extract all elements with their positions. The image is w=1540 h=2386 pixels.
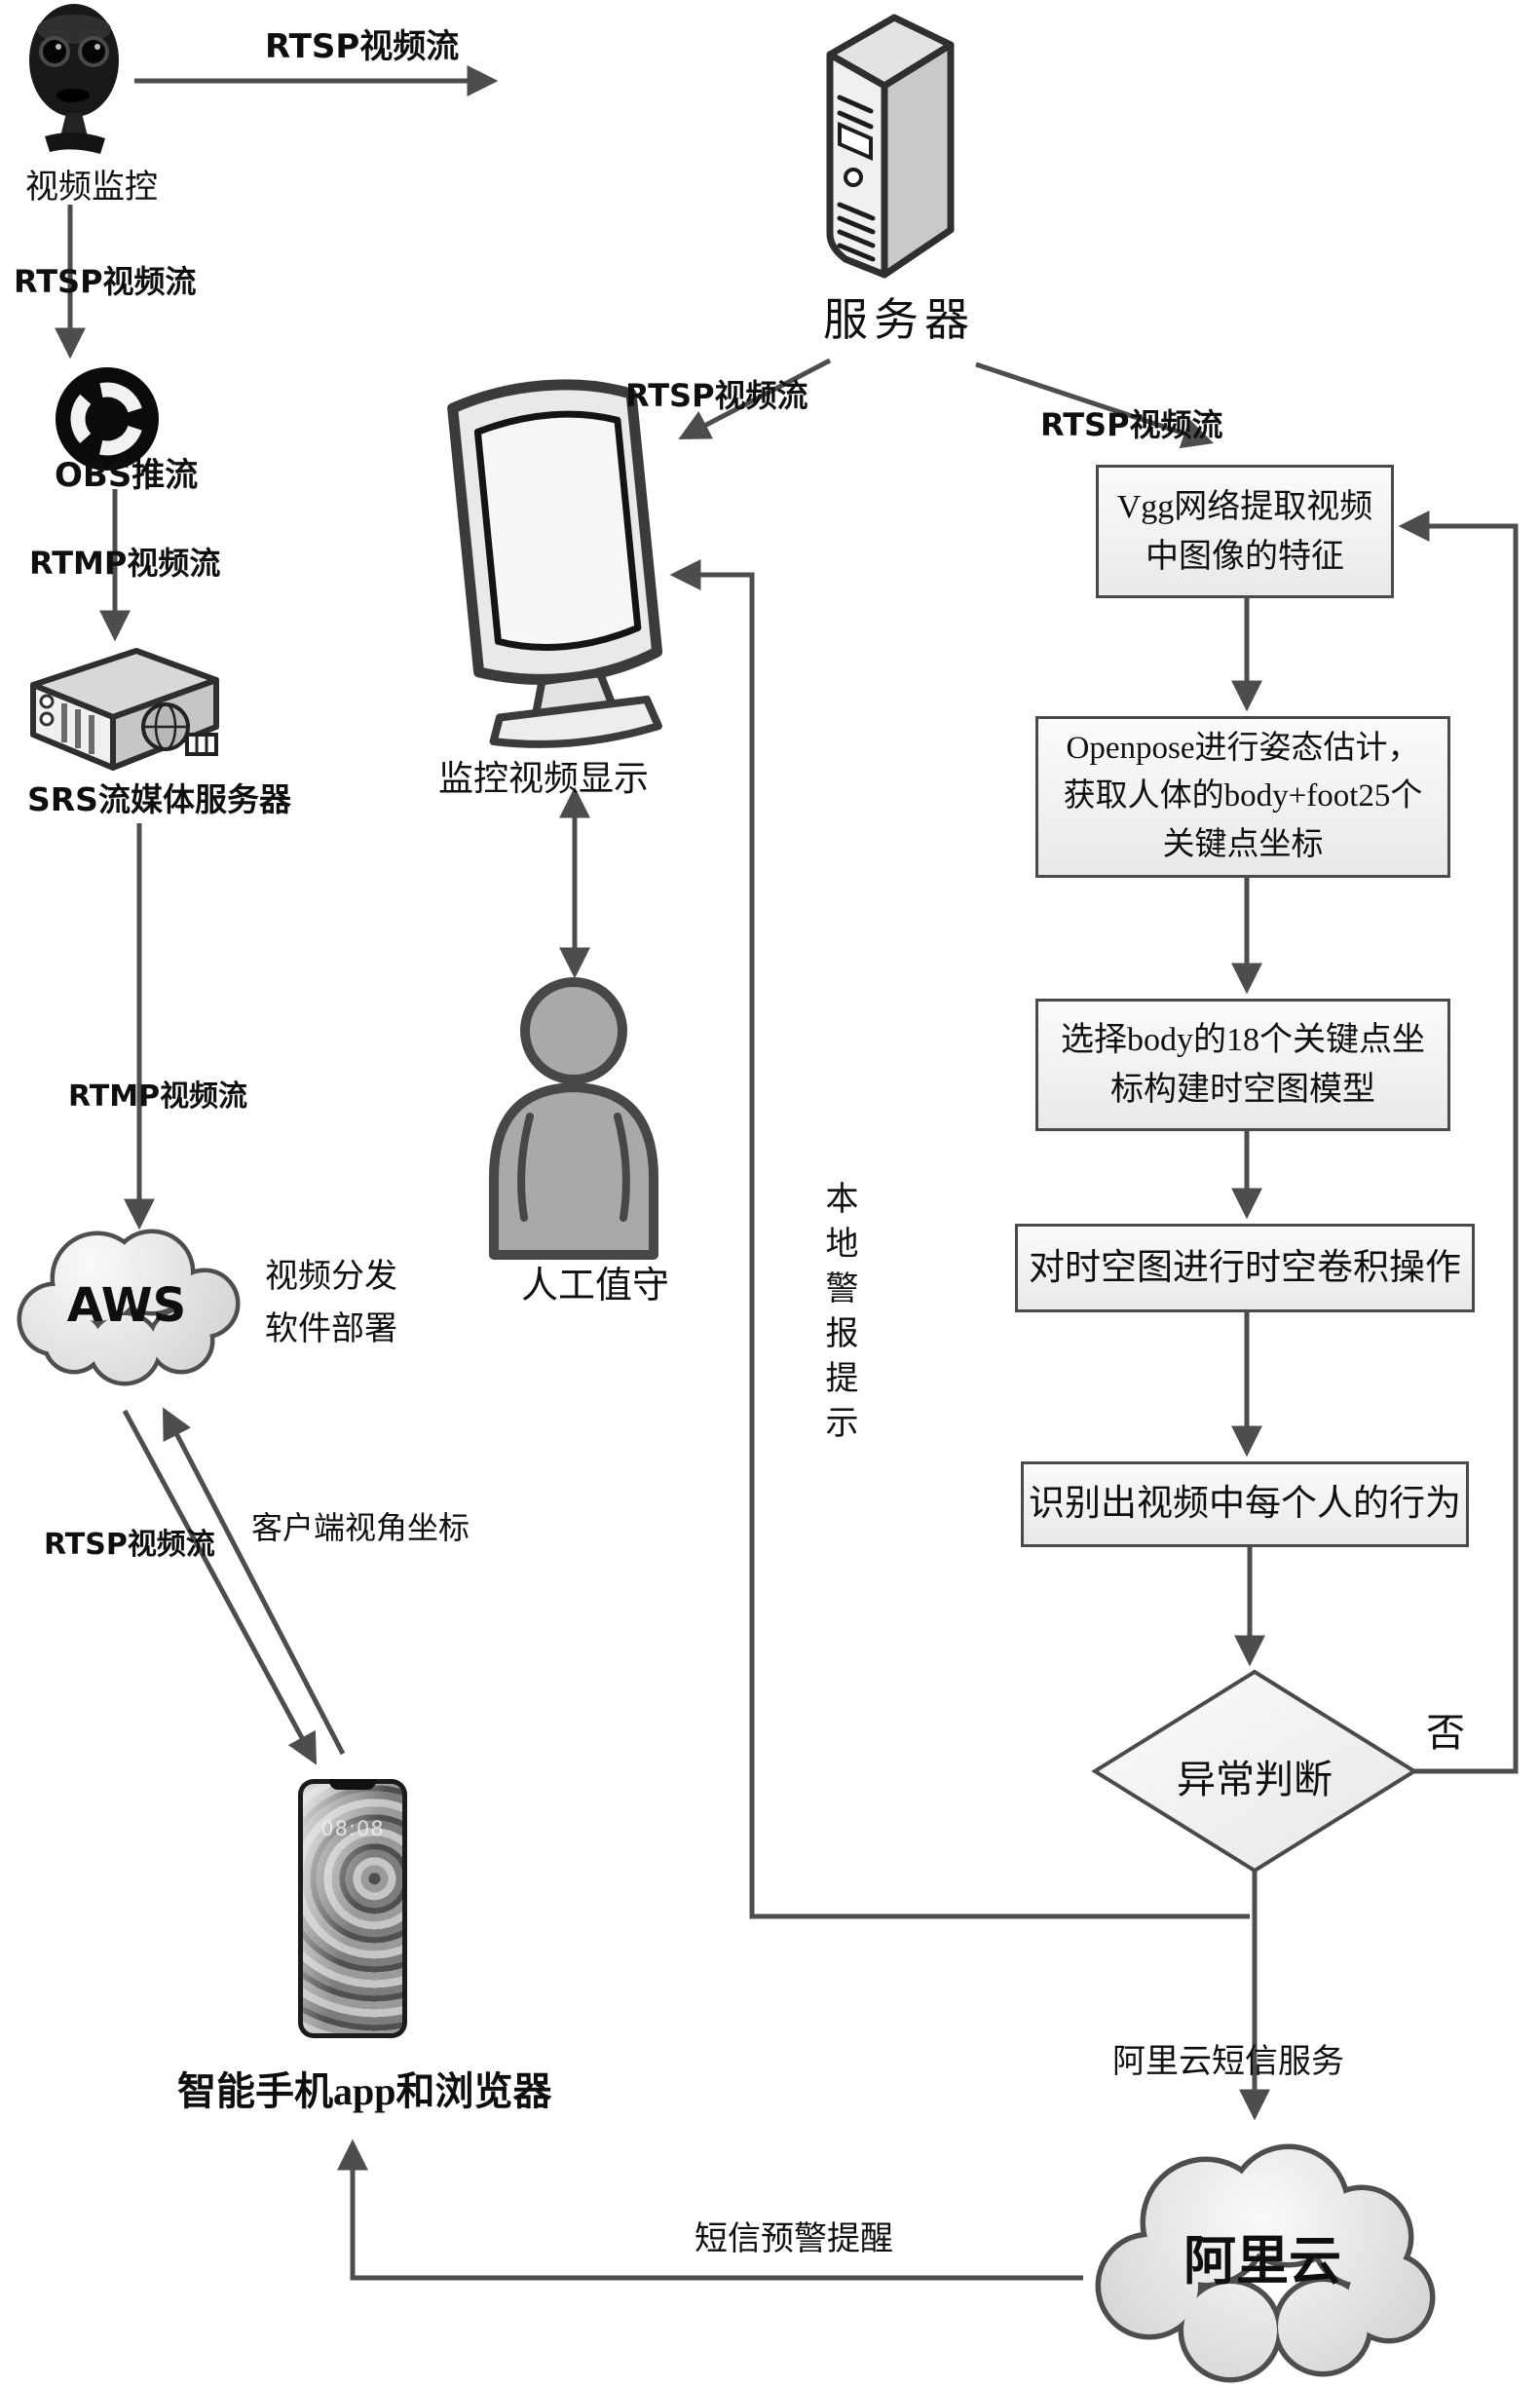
camera-label: 视频监控 [25, 170, 158, 206]
operator-icon [489, 977, 658, 1260]
flow-box-openpose: Openpose进行姿态估计， 获取人体的body+foot25个 关键点坐标 [1035, 716, 1450, 878]
alicloud-icon [1095, 2143, 1436, 2383]
edge-label-camera-server: RTSP视频流 [265, 27, 460, 66]
operator-label: 人工值守 [521, 1266, 670, 1307]
edge-label-aws-phone: RTSP视频流 [44, 1528, 215, 1562]
camera-icon [29, 4, 119, 154]
smartphone-screen: 08:08 [303, 1784, 402, 2033]
aws-cloud-icon [17, 1229, 241, 1386]
aws-label: AWS [66, 1278, 187, 1333]
obs-label: OBS推流 [55, 456, 199, 495]
edge-phone-to-aws [163, 1407, 346, 1756]
decision-no-label: 否 [1426, 1711, 1465, 1755]
flow-box-select-keypoints: 选择body的18个关键点坐 标构建时空图模型 [1035, 999, 1450, 1131]
alicloud-label: 阿里云 [1183, 2232, 1341, 2291]
phone-label: 智能手机app和浏览器 [177, 2069, 552, 2113]
edge-label-camera-obs: RTSP视频流 [14, 263, 197, 300]
edge-label-server-vgg: RTSP视频流 [1040, 406, 1223, 443]
monitor-label: 监控视频显示 [438, 759, 650, 798]
decision-diamond [1091, 1669, 1418, 1874]
decision-label: 异常判断 [1177, 1758, 1333, 1801]
srs-label: SRS流媒体服务器 [27, 780, 291, 818]
edge-label-obs-srs: RTMP视频流 [29, 545, 221, 582]
smartphone-clock: 08:08 [320, 1817, 385, 1840]
server-label: 服务器 [823, 295, 975, 345]
edge-label-local-alarm: 本地警报提示 [820, 1181, 856, 1450]
edge-local-alarm [669, 558, 1250, 1919]
monitor-icon [447, 379, 663, 748]
server-icon [826, 14, 955, 279]
edge-label-server-monitor: RTSP视频流 [625, 377, 808, 414]
edge-alicloud-to-phone [336, 2139, 1083, 2281]
flow-box-recognize-behavior: 识别出视频中每个人的行为 [1021, 1461, 1469, 1547]
edge-label-srs-aws: RTMP视频流 [68, 1079, 248, 1114]
edge-label-sms-alert: 短信预警提醒 [695, 2221, 893, 2257]
smartphone-notch [329, 1779, 376, 1790]
srs-server-icon [30, 648, 219, 771]
smartphone-icon: 08:08 [298, 1779, 407, 2038]
edge-server-to-monitor [678, 358, 832, 439]
edge-server-to-vgg [975, 361, 1215, 449]
edge-label-phone-aws: 客户端视角坐标 [251, 1510, 470, 1545]
edge-decision-no-loop [1398, 510, 1519, 1774]
aws-note: 视频分发 软件部署 [265, 1259, 397, 1348]
flow-box-vgg: Vgg网络提取视频 中图像的特征 [1096, 465, 1394, 598]
flow-box-st-convolution: 对时空图进行时空卷积操作 [1015, 1224, 1475, 1312]
obs-logo-icon [56, 367, 159, 471]
edge-label-alicloud-sms: 阿里云短信服务 [1112, 2044, 1344, 2080]
edge-aws-to-phone [122, 1409, 318, 1765]
